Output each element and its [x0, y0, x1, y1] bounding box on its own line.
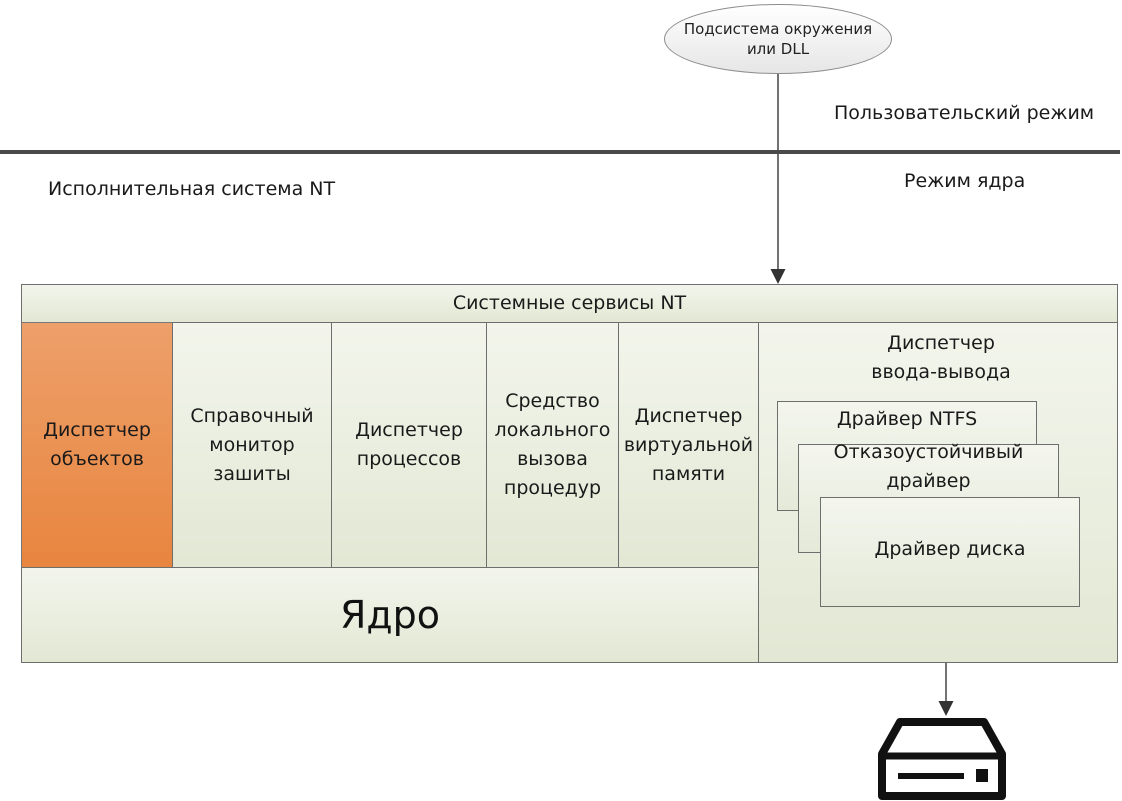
system-services-bar: Системные сервисы NT	[21, 284, 1118, 323]
disk-driver-label: Драйвер диска	[874, 538, 1026, 560]
security-monitor-line2: монитор	[209, 433, 295, 456]
object-manager-line2: объектов	[50, 448, 144, 470]
vm-manager-line3: памяти	[651, 462, 726, 485]
disk-drive-icon	[878, 718, 1006, 800]
process-manager-line2: процессов	[356, 448, 462, 470]
lpc-line1: Средство	[505, 390, 600, 412]
kernel-mode-label: Режим ядра	[904, 170, 1026, 192]
fault-tolerant-line1: Отказоустойчивый	[833, 441, 1024, 463]
object-manager-box: Диспетчер объектов	[21, 322, 173, 568]
mode-divider	[0, 150, 1120, 154]
fault-tolerant-driver-label: Отказоустойчивый драйвер	[798, 438, 1059, 496]
process-manager-box: Диспетчер процессов	[331, 322, 487, 568]
env-subsystem-line1: Подсистема окружения	[683, 20, 873, 38]
kernel-label: Ядро	[339, 592, 441, 637]
disk-driver-box	[820, 497, 1080, 607]
environment-subsystem-node: Подсистема окружения или DLL	[664, 4, 892, 74]
vm-manager-line1: Диспетчер	[634, 404, 743, 427]
fault-tolerant-line2: драйвер	[886, 470, 971, 492]
security-monitor-box: Справочный монитор зашиты	[172, 322, 332, 568]
io-manager-line2: ввода-вывода	[871, 361, 1011, 383]
user-mode-label: Пользовательский режим	[834, 102, 1095, 124]
io-manager-line1: Диспетчер	[887, 332, 995, 354]
security-monitor-line1: Справочный	[190, 404, 314, 427]
executive-title: Исполнительная система NT	[48, 178, 336, 200]
lpc-line4: процедур	[503, 477, 602, 499]
vm-manager-box: Диспетчер виртуальной памяти	[618, 322, 759, 568]
kernel-box: Ядро	[21, 567, 759, 663]
security-monitor-line3: зашиты	[213, 462, 291, 485]
env-subsystem-line2: или DLL	[746, 40, 810, 58]
lpc-box: Средство локального вызова процедур	[486, 322, 619, 568]
lpc-line3: вызова	[517, 448, 588, 470]
lpc-line2: локального	[494, 419, 611, 441]
process-manager-line1: Диспетчер	[355, 419, 463, 441]
io-manager-title: Диспетчер ввода-вывода	[858, 329, 1024, 387]
ntfs-driver-label: Драйвер NTFS	[836, 408, 978, 430]
vm-manager-line2: виртуальной	[623, 433, 754, 456]
system-services-label: Системные сервисы NT	[452, 292, 687, 314]
object-manager-line1: Диспетчер	[43, 419, 151, 441]
